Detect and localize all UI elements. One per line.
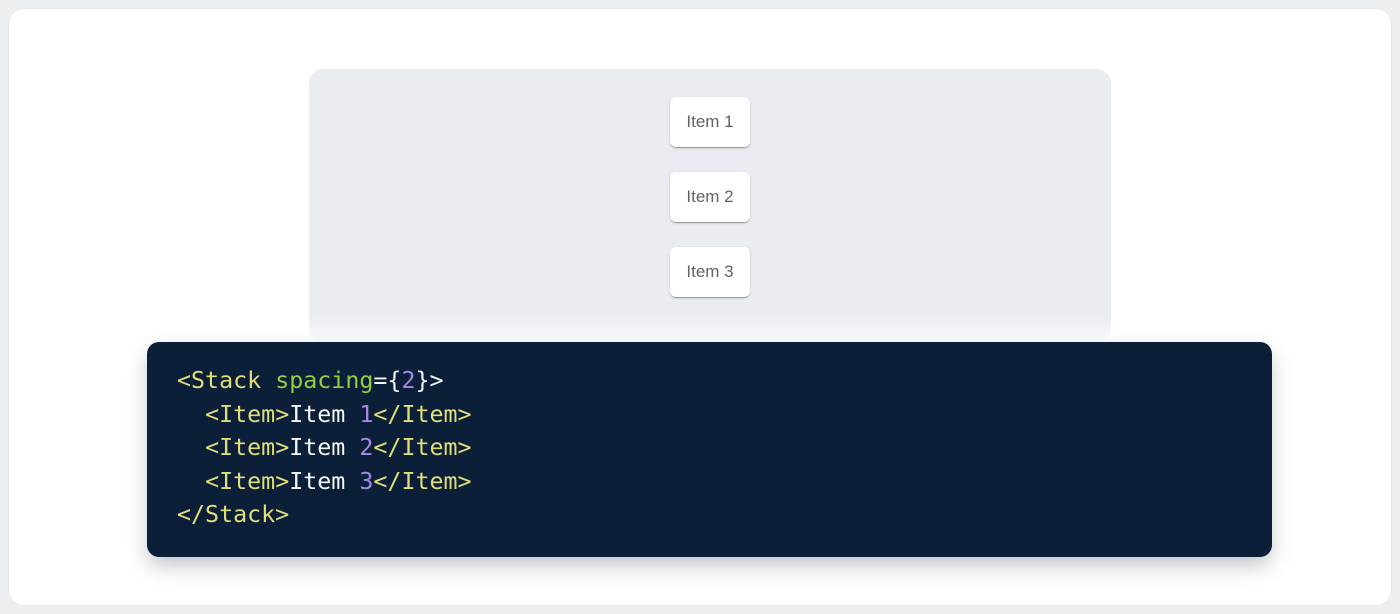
- code-token-plain: [261, 367, 275, 394]
- code-token-plain: [177, 434, 205, 461]
- code-token-tag: <Item>: [205, 400, 290, 428]
- code-line: <Item>Item 1</Item>: [177, 398, 1242, 432]
- item-card: Item 1: [670, 97, 750, 147]
- code-token-tag: </Stack>: [177, 501, 290, 528]
- code-line: </Stack>: [177, 498, 1242, 532]
- code-token-plain: ={: [373, 367, 402, 394]
- code-token-tag: </Item>: [373, 400, 472, 428]
- code-token-plain: [177, 468, 205, 495]
- stack-demo-panel: Item 1 Item 2 Item 3: [309, 69, 1111, 342]
- code-line: <Item>Item 2</Item>: [177, 431, 1242, 465]
- code-token-plain: Item: [289, 467, 360, 495]
- code-token-plain: Item: [289, 400, 360, 428]
- code-token-tag: <Item>: [205, 434, 290, 461]
- code-token-plain: }>: [415, 367, 444, 394]
- code-token-number: 2: [401, 367, 416, 394]
- item-label: Item 2: [686, 187, 734, 206]
- code-block: <Stack spacing={2}> <Item>Item 1</Item> …: [147, 342, 1272, 557]
- code-token-tag: <Item>: [205, 467, 290, 495]
- code-token-number: 1: [359, 400, 374, 428]
- code-token-tag: </Item>: [373, 434, 472, 461]
- code-token-attr: spacing: [275, 367, 374, 394]
- code-line: <Stack spacing={2}>: [177, 364, 1242, 398]
- item-label: Item 3: [686, 262, 734, 281]
- code-line: <Item>Item 3</Item>: [177, 465, 1242, 499]
- item-card: Item 2: [670, 172, 750, 222]
- item-card: Item 3: [670, 247, 750, 297]
- code-token-plain: [177, 401, 205, 428]
- code-token-number: 3: [359, 467, 374, 495]
- code-token-tag: <Stack: [177, 367, 262, 394]
- item-label: Item 1: [686, 112, 734, 131]
- code-token-plain: Item: [289, 434, 360, 461]
- code-token-number: 2: [359, 434, 374, 461]
- code-token-tag: </Item>: [373, 467, 472, 495]
